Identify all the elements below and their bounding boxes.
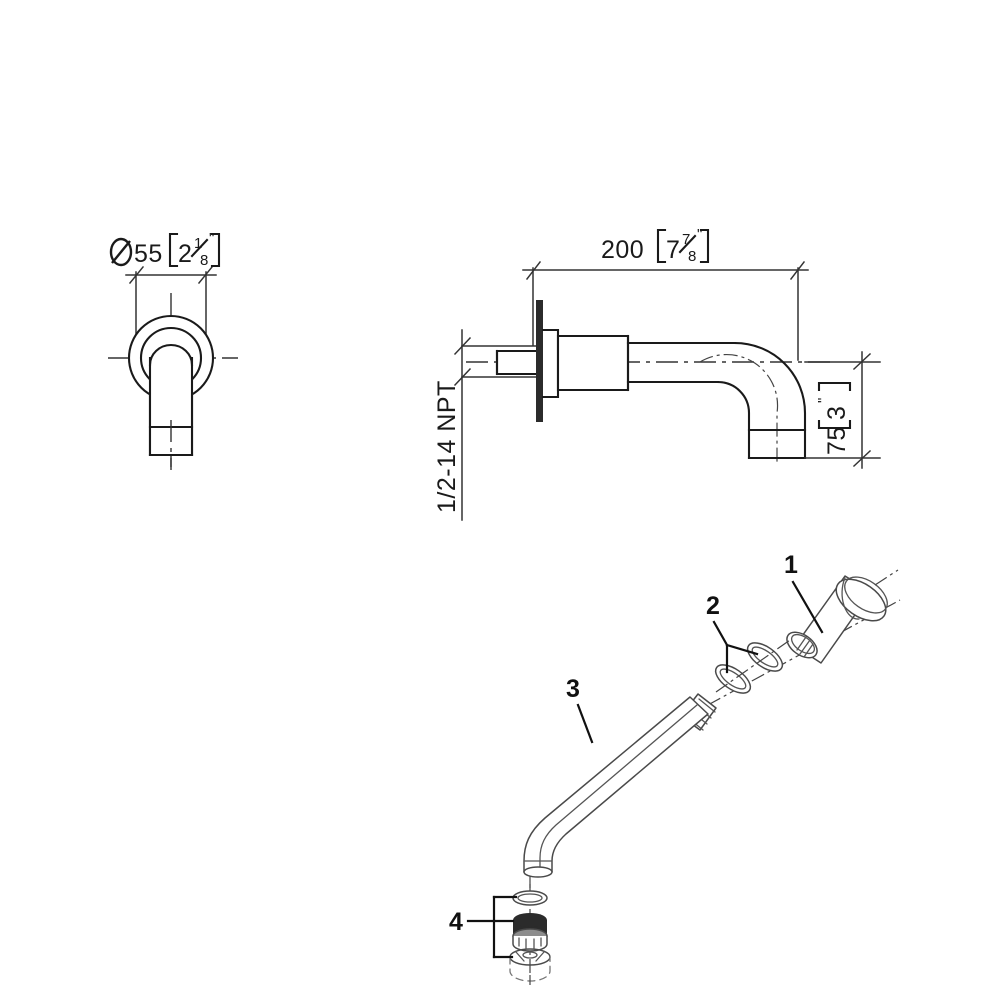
spout-tube-body	[523, 696, 709, 873]
side-wall-plate	[536, 300, 543, 422]
callout-2-number: 2	[706, 592, 720, 620]
side-dim-tick-top-75	[852, 352, 872, 371]
bracket-right-2	[699, 228, 710, 264]
orings-axis	[715, 639, 791, 693]
dimension-length-200-denominator: 8	[688, 248, 696, 265]
dimension-length-200-whole: 7	[666, 236, 680, 264]
callout-1-sleeve: 1	[784, 551, 824, 634]
dimension-height-75: 75 3 "	[815, 381, 852, 455]
aerator-housing-mark-1	[515, 951, 525, 962]
side-view: 200 7 7 8 " 1/2-14 NPT	[433, 226, 881, 521]
fraction-bar-2	[678, 234, 697, 254]
sleeve-flange-outer	[835, 578, 887, 622]
aerator-gasket-inner	[517, 893, 543, 903]
spout-thread-1	[698, 698, 716, 713]
aerator-housing-bore	[522, 951, 538, 959]
sleeve-thread-line-1	[796, 636, 807, 651]
side-elbow-inner	[716, 380, 751, 460]
bracket-right-1	[210, 232, 221, 268]
callout-3-number: 3	[566, 675, 580, 703]
callout-2-leader-upper	[725, 643, 759, 656]
oring-upper-inner	[751, 646, 779, 668]
bracket-right-3	[817, 381, 852, 392]
dimension-diameter-55-metric: 55	[134, 240, 163, 268]
part-orings	[714, 639, 791, 694]
callout-2-orings: 2	[706, 592, 759, 674]
side-dim-tick-right	[789, 260, 806, 281]
sleeve-bore-inner	[790, 633, 816, 655]
bracket-left-3	[817, 419, 852, 430]
aerator-cartridge	[512, 913, 548, 952]
oring-lower-outer	[714, 664, 752, 694]
dimension-height-75-whole: 3	[823, 406, 851, 420]
sleeve-flange-inner	[844, 576, 888, 614]
callout-1-leader	[791, 580, 824, 634]
dimension-diameter-55-numerator: 1	[194, 235, 202, 252]
callout-1-number: 1	[784, 551, 798, 579]
callout-4-number: 4	[449, 908, 463, 936]
sleeve-thread-line-2	[799, 639, 811, 655]
sleeve-thread-line-3	[803, 643, 814, 658]
side-dim-tick-bottom-75	[852, 449, 872, 468]
diameter-symbol-icon	[109, 237, 133, 267]
aerator-housing-mark-2	[535, 951, 545, 962]
front-view: 55 2 1 8 "	[108, 230, 238, 470]
part-spout-tube	[523, 693, 717, 878]
callout-3-leader	[576, 703, 594, 744]
diameter-symbol-slash	[111, 240, 131, 264]
dimension-diameter-55-whole: 2	[178, 240, 192, 268]
sleeve-axis-stub	[874, 569, 899, 586]
dimension-height-75-metric: 75	[823, 426, 851, 455]
fraction-bar-1	[190, 238, 209, 258]
exploded-view: 1 2	[449, 551, 901, 985]
annotation-thread-npt: 1/2-14 NPT	[433, 329, 537, 521]
side-escutcheon-flange	[541, 328, 560, 399]
annotation-thread-npt-text: 1/2-14 NPT	[433, 380, 461, 513]
side-sleeve-body	[556, 334, 630, 392]
part-aerator-assembly	[509, 884, 551, 985]
spout-outlet-mouth	[523, 866, 553, 878]
oring-lower	[714, 664, 752, 694]
aerator-gasket	[512, 890, 548, 906]
aerator-cartridge-skirt	[512, 935, 548, 952]
dimension-diameter-55: 55 2 1 8 "	[109, 230, 221, 269]
front-dim-tick-left	[128, 265, 145, 285]
side-elbow-centerline	[699, 353, 779, 465]
side-dim-tick-left	[525, 260, 542, 281]
dimension-length-200: 200 7 7 8 "	[601, 226, 710, 265]
oring-lower-inner	[719, 668, 747, 690]
side-thread-stem	[495, 349, 542, 376]
front-tube-top-arc	[148, 343, 194, 367]
bracket-left-1	[168, 232, 179, 268]
callout-4-aerator: 4	[449, 895, 518, 959]
bracket-left-2	[656, 228, 667, 264]
part-escutcheon-sleeve	[786, 569, 899, 664]
dimension-diameter-55-denominator: 8	[200, 252, 208, 269]
dimension-height-75-unit: "	[815, 398, 832, 403]
front-dim-tick-right	[197, 265, 214, 285]
sleeve-rear-edge	[841, 577, 860, 620]
spout-tube-inner-line	[539, 704, 698, 873]
dimension-length-200-numerator: 7	[682, 231, 690, 248]
dimension-length-200-metric: 200	[601, 236, 644, 264]
aerator-cartridge-top	[513, 913, 547, 927]
dimension-diameter-55-unit: "	[209, 230, 214, 247]
side-elbow-outer	[733, 341, 807, 460]
callout-3-spout: 3	[566, 675, 594, 744]
sleeve-front-opening	[786, 631, 818, 659]
dimension-length-200-unit: "	[697, 226, 702, 243]
